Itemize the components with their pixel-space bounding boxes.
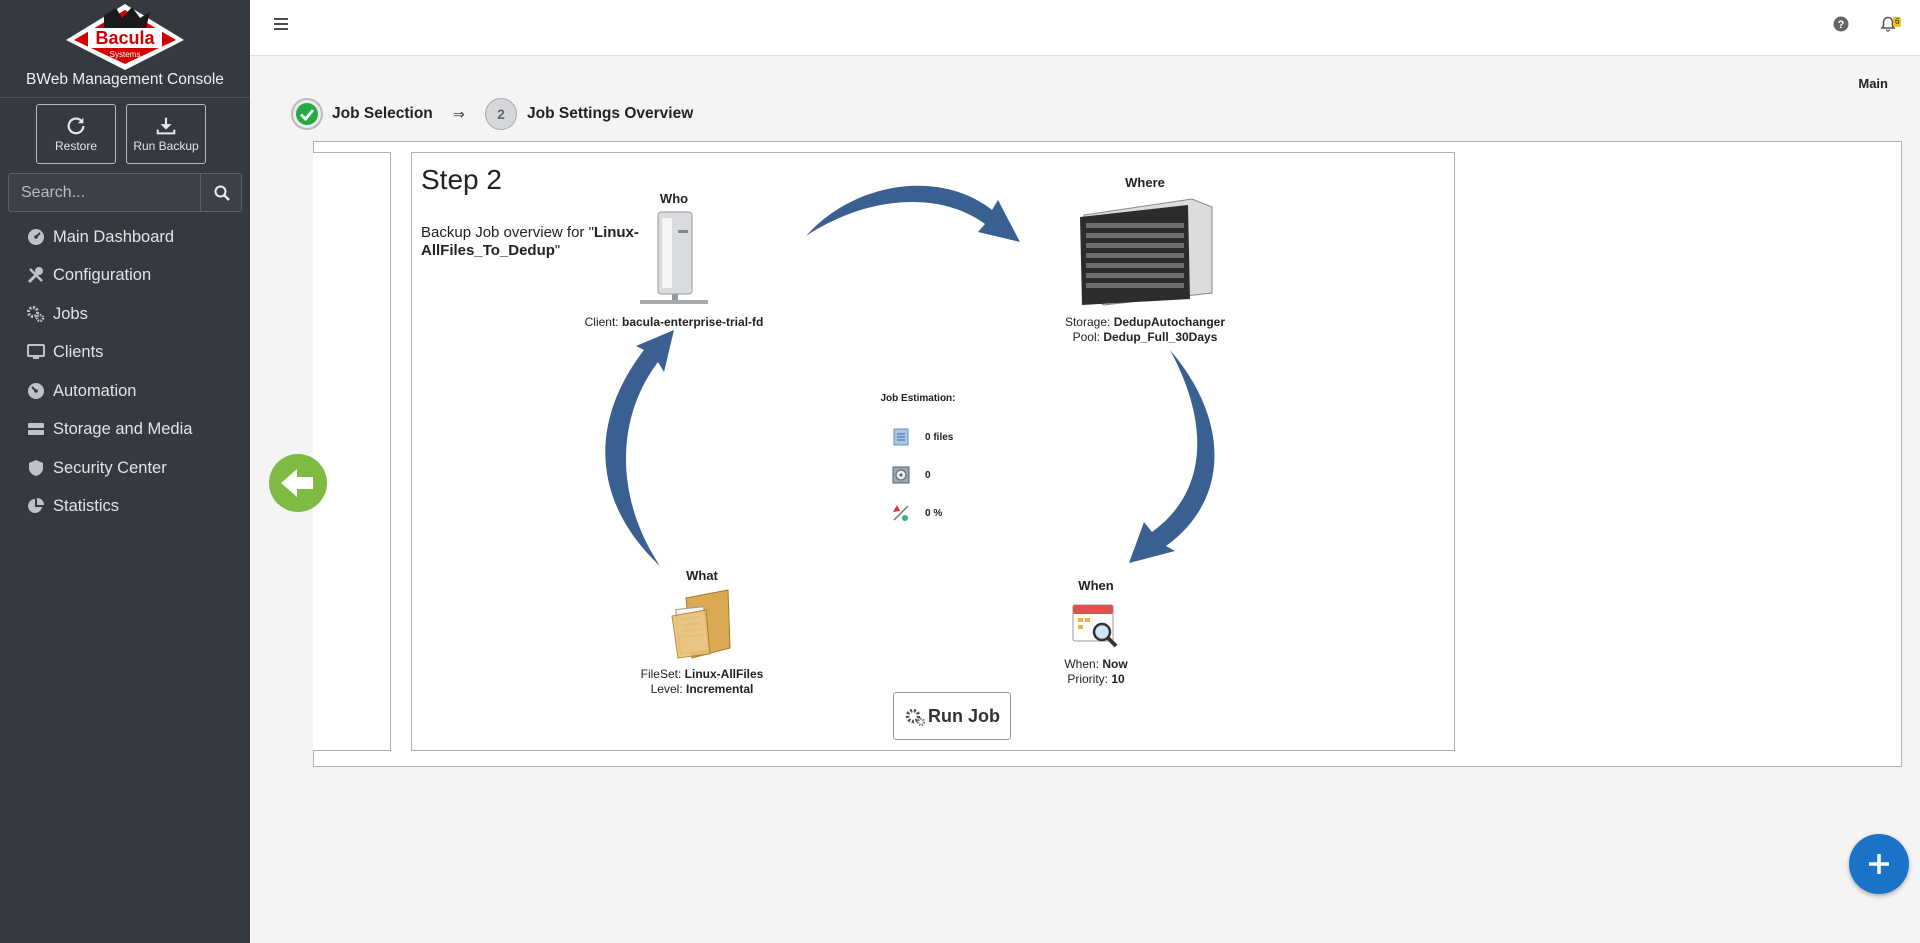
priority-value: 10 bbox=[1111, 672, 1125, 686]
plus-icon bbox=[1869, 854, 1889, 874]
pool-line: Pool: Dedup_Full_30Days bbox=[1072, 330, 1218, 344]
search-input[interactable] bbox=[9, 174, 201, 211]
bell-icon[interactable] bbox=[1880, 16, 1896, 32]
bacula-logo[interactable]: Bacula Systems bbox=[66, 4, 184, 70]
arrow-who-to-where bbox=[806, 185, 1020, 242]
gears-icon bbox=[27, 306, 45, 323]
nav-storage-and-media[interactable]: Storage and Media bbox=[0, 412, 250, 446]
nav-label: Statistics bbox=[53, 496, 120, 515]
notification-badge: 6 bbox=[1893, 17, 1902, 27]
disk-icon bbox=[892, 466, 910, 484]
logo-area: Bacula Systems BWeb Management Console bbox=[0, 0, 250, 98]
when-title: When bbox=[1078, 578, 1114, 593]
pie-chart-icon bbox=[28, 498, 44, 513]
what-title: What bbox=[686, 568, 718, 583]
run-job-label: Run Job bbox=[928, 705, 1000, 726]
restore-button[interactable]: Restore bbox=[36, 104, 116, 164]
nav-jobs[interactable]: Jobs bbox=[0, 297, 250, 331]
check-icon bbox=[296, 103, 318, 125]
download-icon bbox=[156, 117, 176, 135]
search-button[interactable] bbox=[201, 174, 242, 211]
fileset-line: FileSet: Linux-AllFiles bbox=[640, 667, 764, 681]
hamburger-menu-icon[interactable] bbox=[272, 15, 290, 33]
nav-main-dashboard[interactable]: Main Dashboard bbox=[0, 220, 250, 254]
calendar-search-icon bbox=[1072, 604, 1118, 648]
nav-label: Security Center bbox=[53, 458, 167, 477]
top-bar bbox=[250, 0, 1920, 56]
dashboard-icon bbox=[28, 229, 44, 245]
desktop-icon bbox=[27, 344, 45, 359]
nav-statistics[interactable]: Statistics bbox=[0, 489, 250, 523]
storage-value: DedupAutochanger bbox=[1113, 315, 1226, 329]
help-icon[interactable]: ? bbox=[1833, 16, 1849, 32]
fileset-value: Linux-AllFiles bbox=[684, 667, 764, 681]
nav-label: Main Dashboard bbox=[53, 227, 175, 246]
folder-icon bbox=[671, 589, 731, 659]
breadcrumb-current: Main bbox=[1858, 76, 1888, 91]
estimation-files: 0 files bbox=[891, 426, 1011, 448]
when-line: When: Now bbox=[1064, 657, 1128, 671]
step-arrow: ⇒ bbox=[453, 106, 465, 122]
server-icon bbox=[640, 211, 708, 304]
step-2-indicator: 2 bbox=[485, 98, 517, 130]
gears-icon bbox=[905, 708, 926, 727]
storage-icon bbox=[28, 423, 44, 435]
svg-text:Systems: Systems bbox=[110, 50, 141, 59]
who-title: Who bbox=[659, 191, 689, 206]
estimation-bytes: 0 bbox=[891, 464, 1011, 486]
level-line: Level: Incremental bbox=[650, 682, 754, 696]
shield-icon bbox=[29, 460, 43, 476]
arrow-where-to-when bbox=[1129, 350, 1215, 563]
step-2-label: Job Settings Overview bbox=[527, 105, 694, 122]
overview-description: Backup Job overview for "Linux-AllFiles_… bbox=[421, 224, 639, 259]
step-1-indicator[interactable] bbox=[291, 98, 323, 130]
restore-label: Restore bbox=[54, 139, 98, 153]
nav-security-center[interactable]: Security Center bbox=[0, 451, 250, 485]
nav-label: Configuration bbox=[53, 265, 152, 284]
arrow-left-icon bbox=[281, 469, 313, 497]
file-list-icon bbox=[893, 428, 909, 446]
client-value: bacula-enterprise-trial-fd bbox=[621, 315, 764, 329]
console-title: BWeb Management Console bbox=[26, 71, 224, 88]
job-overview-panel bbox=[411, 152, 1455, 751]
storage-line: Storage: DedupAutochanger bbox=[1064, 315, 1226, 329]
estimation-compression: 0 % bbox=[891, 502, 1011, 524]
client-line: Client: bacula-enterprise-trial-fd bbox=[584, 315, 764, 329]
svg-text:?: ? bbox=[1838, 19, 1845, 31]
nav-label: Clients bbox=[53, 342, 104, 361]
refresh-icon bbox=[67, 117, 85, 135]
nav-label: Storage and Media bbox=[53, 419, 193, 438]
where-title: Where bbox=[1125, 175, 1165, 190]
back-button[interactable] bbox=[269, 454, 327, 512]
estimation-title: Job Estimation: bbox=[880, 393, 956, 404]
step-1-label[interactable]: Job Selection bbox=[332, 105, 433, 122]
run-backup-label: Run Backup bbox=[133, 139, 199, 153]
compression-icon bbox=[893, 505, 909, 521]
job-name: Linux-AllFiles_To_Dedup bbox=[421, 224, 639, 259]
previous-step-panel bbox=[313, 152, 391, 751]
svg-text:Bacula: Bacula bbox=[95, 28, 155, 48]
run-backup-button[interactable]: Run Backup bbox=[126, 104, 206, 164]
when-value: Now bbox=[1102, 657, 1128, 671]
storage-array-icon bbox=[1080, 198, 1213, 306]
nav-configuration[interactable]: Configuration bbox=[0, 258, 250, 292]
nav-clients[interactable]: Clients bbox=[0, 335, 250, 369]
search-icon bbox=[214, 185, 230, 201]
level-value: Incremental bbox=[686, 682, 754, 696]
run-job-button[interactable]: Run Job bbox=[893, 692, 1011, 740]
search-box bbox=[8, 173, 242, 212]
nav-automation[interactable]: Automation bbox=[0, 374, 250, 408]
add-fab-button[interactable] bbox=[1849, 834, 1909, 894]
sidebar: Bacula Systems BWeb Management Console R… bbox=[0, 0, 250, 943]
nav-label: Automation bbox=[53, 381, 137, 400]
workflow-arrows bbox=[605, 185, 1215, 566]
automation-icon bbox=[28, 383, 44, 399]
step-title: Step 2 bbox=[421, 164, 502, 195]
nav-label: Jobs bbox=[53, 304, 88, 323]
tools-icon bbox=[27, 267, 43, 284]
priority-line: Priority: 10 bbox=[1067, 672, 1125, 686]
arrow-what-to-who bbox=[605, 330, 674, 566]
pool-value: Dedup_Full_30Days bbox=[1103, 330, 1218, 344]
